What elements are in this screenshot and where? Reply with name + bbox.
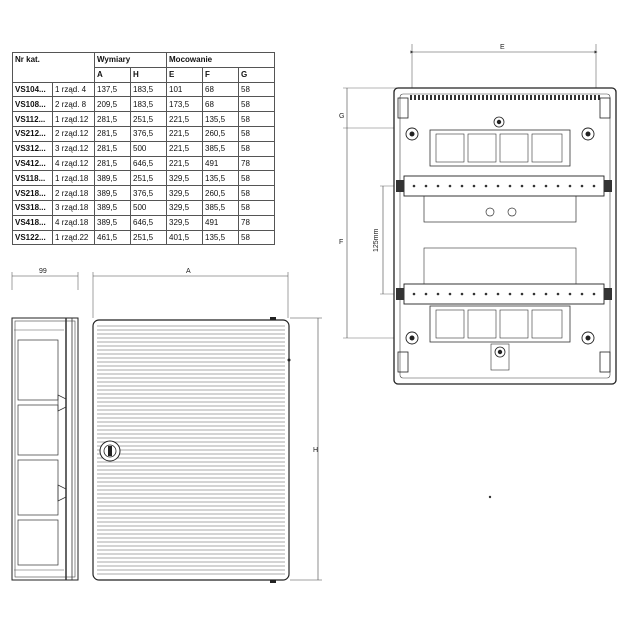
front-view: A H [92,268,322,583]
side-breaker-module [17,459,59,516]
door-ribbing [97,325,285,575]
screw-point-icon [581,127,595,141]
mounting-keyhole-icon [493,116,505,128]
table-cell-e: 401,5 [166,229,204,246]
back-enclosure-outline [393,87,617,385]
dimension-table: Nr kat. Wymiary Mocowanie A H E F G VS10… [12,52,276,246]
side-breaker-module [17,519,59,566]
table-cell-h: 500 [129,199,168,216]
table-header-row: Nr kat. Wymiary Mocowanie [12,52,276,83]
back-view: E G F 125mm [339,44,617,499]
table-cell-h: 251,5 [129,229,168,246]
table-subheader-row: A H E F G [13,66,276,83]
side-body-outline [11,317,79,581]
back-g-label: G [339,113,344,120]
table-cell-g: 58 [238,229,276,246]
side-breaker-module [17,339,59,401]
mounting-keyhole-icon [490,343,510,371]
back-f-label: F [339,239,343,246]
upper-module-window [429,129,571,167]
screw-point-icon [405,331,419,345]
middle-panel [423,195,577,223]
side-breaker-module [17,404,59,456]
back-rail-spacing-label: 125mm [373,228,380,252]
side-width-label: 99 [39,268,47,275]
back-width-label: E [500,44,505,51]
door-hinge-bottom [270,580,276,583]
side-view: 99 [11,268,79,581]
table-cell-h: 646,5 [129,155,168,172]
front-height-label: H [313,447,318,454]
screw-point-icon [581,331,595,345]
screw-point-icon [405,127,419,141]
door-hinge-top [270,317,276,320]
front-width-label: A [186,268,191,275]
lower-module-window [429,305,571,343]
top-knockout-teeth [410,95,600,100]
